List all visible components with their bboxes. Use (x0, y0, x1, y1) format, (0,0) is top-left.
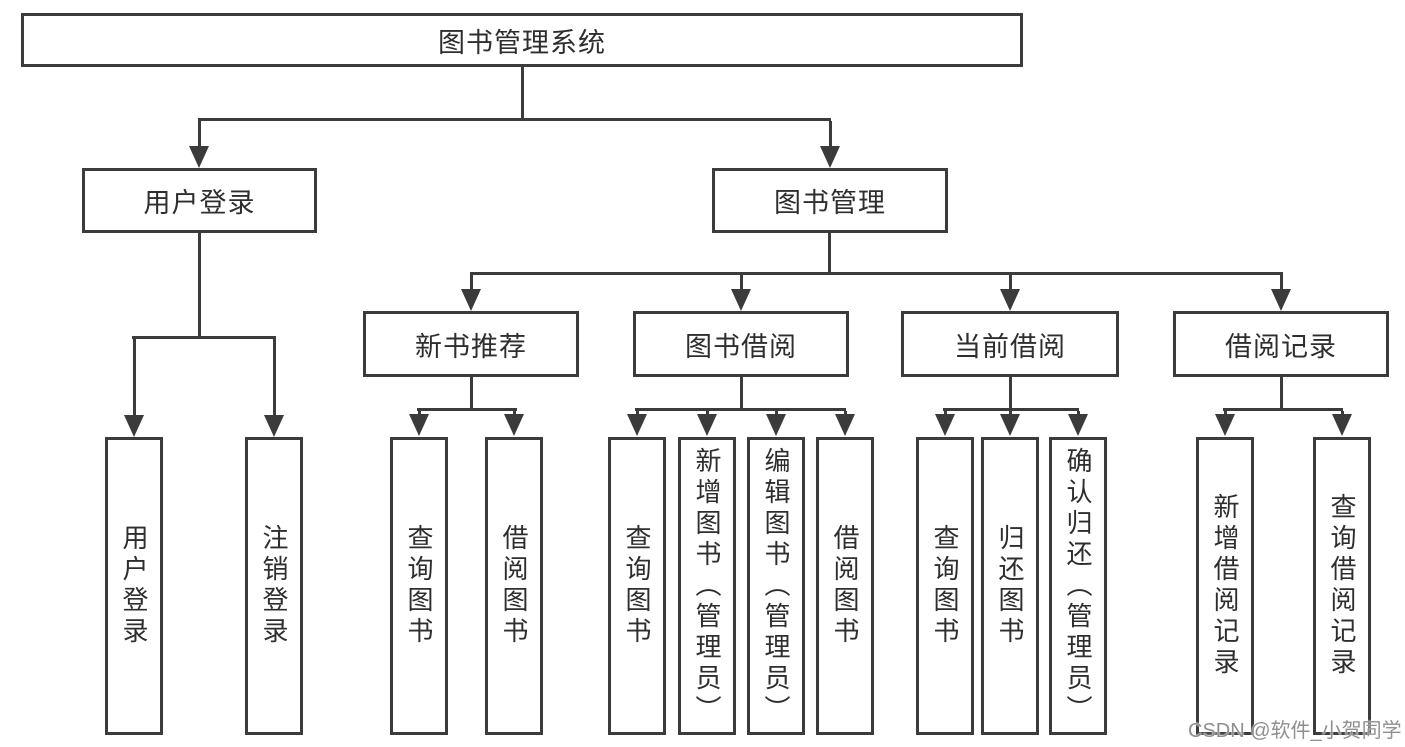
leaf-add-borrow-record: 新增借阅记录 (1196, 437, 1254, 735)
arrow-to-leaf-add-books-admin (697, 411, 717, 436)
node-user-login: 用户登录 (82, 168, 317, 233)
arrow-to-new-book-recommendation (461, 275, 481, 311)
connector-current-borrowing-stub (1009, 377, 1012, 408)
leaf-query-books-borrowing: 查询图书 (608, 437, 666, 735)
connector-book-borrowing-stub (740, 377, 743, 408)
arrow-to-user-login (189, 121, 209, 168)
connector-user-login-rail (132, 336, 276, 339)
leaf-add-books-admin: 新增图书（管理员） (678, 437, 736, 735)
arrow-to-book-borrowing (731, 275, 751, 311)
node-root: 图书管理系统 (21, 13, 1023, 67)
connector-borrowing-records-rail (1223, 408, 1343, 411)
arrow-to-leaf-user-login (124, 339, 144, 437)
arrow-to-leaf-query-books-recommend (409, 411, 429, 436)
arrow-to-leaf-borrow-books-borrowing (835, 411, 855, 436)
leaf-edit-books-admin: 编辑图书（管理员） (747, 437, 805, 735)
csdn-watermark: CSDN @软件_小贺同学 (1188, 720, 1402, 742)
node-book-management: 图书管理 (712, 168, 948, 233)
leaf-user-login: 用户登录 (105, 437, 163, 735)
leaf-borrow-books-borrowing: 借阅图书 (816, 437, 874, 735)
arrow-to-book-management (820, 121, 840, 168)
connector-new-book-recommendation-stub (470, 377, 473, 408)
node-current-borrowing: 当前借阅 (901, 311, 1119, 377)
leaf-confirm-return-admin: 确认归还（管理员） (1049, 437, 1107, 735)
connector-current-borrowing-rail (943, 408, 1079, 411)
arrow-to-leaf-borrow-books-recommend (504, 411, 524, 436)
arrow-to-leaf-query-books-borrowing (627, 411, 647, 436)
connector-borrowing-records-stub (1280, 377, 1283, 408)
node-new-book-recommendation: 新书推荐 (363, 311, 579, 377)
connector-root-stub (521, 67, 524, 118)
leaf-query-books-current: 查询图书 (916, 437, 974, 735)
connector-book-borrowing-rail (635, 408, 846, 411)
arrow-to-leaf-logout (264, 339, 284, 437)
arrow-to-leaf-query-books-current (935, 411, 955, 436)
connector-user-login-stub (198, 233, 201, 336)
arrow-to-leaf-return-books (1000, 411, 1020, 436)
arrow-to-leaf-add-borrow-record (1215, 411, 1235, 436)
arrow-to-current-borrowing (1000, 275, 1020, 311)
arrow-to-leaf-query-borrow-record (1332, 411, 1352, 436)
node-book-borrowing: 图书借阅 (633, 311, 849, 377)
connector-book-management-stub (828, 233, 831, 272)
leaf-borrow-books-recommend: 借阅图书 (485, 437, 543, 735)
leaf-query-books-recommend: 查询图书 (390, 437, 448, 735)
leaf-query-borrow-record: 查询借阅记录 (1313, 437, 1371, 735)
arrow-to-leaf-confirm-return-admin (1068, 411, 1088, 436)
connector-level3-rail (470, 272, 1283, 275)
leaf-logout: 注销登录 (245, 437, 303, 735)
connector-level2-rail (198, 118, 831, 121)
arrow-to-borrowing-records (1271, 275, 1291, 311)
arrow-to-leaf-edit-books-admin (766, 411, 786, 436)
node-borrowing-records: 借阅记录 (1173, 311, 1389, 377)
leaf-return-books: 归还图书 (981, 437, 1039, 735)
connector-new-book-recommendation-rail (417, 408, 517, 411)
